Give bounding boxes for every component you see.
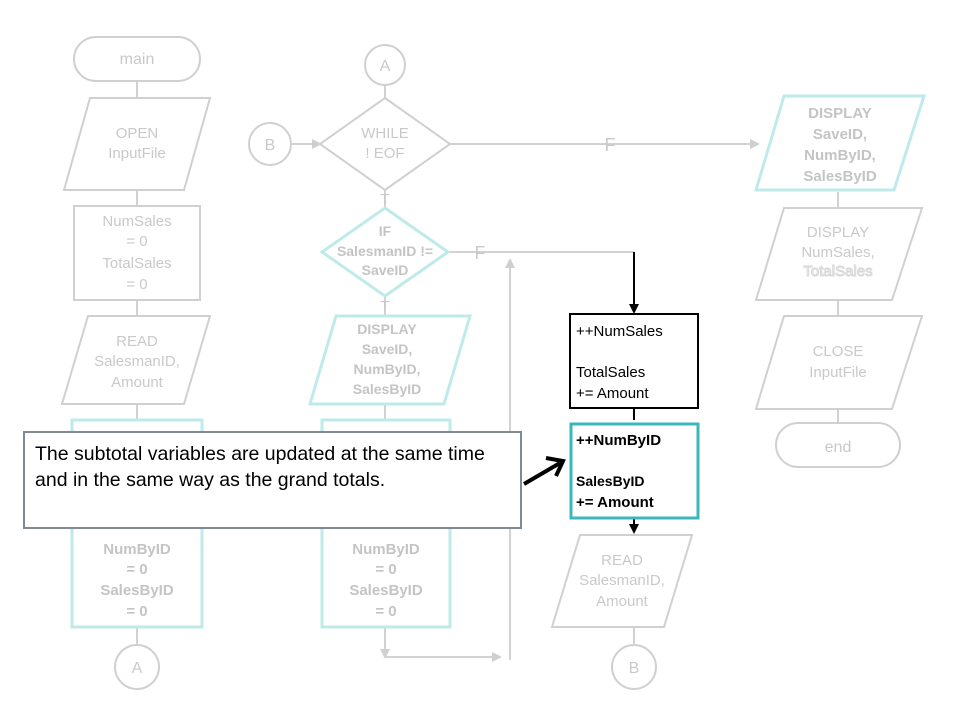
read-node-right: READ SalesmanID, Amount — [550, 534, 694, 628]
while-false-label: F — [605, 135, 616, 155]
display-final-node: DISPLAY SaveID, NumByID, SalesByID — [753, 94, 927, 192]
connector-a-top: A — [364, 44, 406, 86]
sub2-line-2: = 0 — [375, 561, 396, 578]
connector-a-top-label: A — [380, 58, 391, 75]
display-subtotals-node: DISPLAY SaveID, NumByID, SalesByID — [307, 314, 473, 406]
sub1-line-3: SalesByID — [100, 582, 174, 599]
close-input-node: CLOSE InputFile — [754, 315, 924, 410]
read2-line-2: SalesmanID, — [579, 572, 665, 589]
sub2-line-1: NumByID — [352, 541, 420, 558]
if-true-label: T — [380, 298, 389, 315]
read1-line-2: SalesmanID, — [94, 353, 180, 370]
init-totals-line-2: = 0 — [126, 233, 147, 250]
if-decision: IF SalesmanID != SaveID — [319, 206, 451, 298]
connector-b-bottom: B — [611, 644, 657, 690]
if-line-3: SaveID — [362, 262, 409, 278]
update-totals-line-1: ++NumSales — [576, 323, 663, 340]
display-totals-line-3: TotalSales — [803, 263, 872, 280]
read-node-left: READ SalesmanID, Amount — [60, 315, 212, 405]
if-line-1: IF — [379, 223, 392, 239]
update-totals-node: ++NumSales TotalSales += Amount — [569, 313, 699, 409]
update-sub-line-3: += Amount — [576, 494, 654, 511]
read1-line-1: READ — [116, 333, 158, 350]
sub1-line-1: NumByID — [103, 541, 171, 558]
update-totals-line-2: TotalSales — [576, 364, 645, 381]
callout-pointer-arrow — [522, 456, 566, 486]
connector-a-bottom: A — [114, 644, 160, 690]
end-label: end — [825, 439, 852, 456]
display-final-line-1: DISPLAY — [808, 105, 872, 122]
display-totals-node: DISPLAY NumSales, TotalSales — [754, 207, 924, 301]
close-line-2: InputFile — [809, 364, 867, 381]
display-mid-line-2: SaveID, — [362, 341, 413, 357]
main-terminal: main — [73, 36, 201, 82]
connector-b-left-label: B — [265, 137, 276, 154]
connector-b-left: B — [248, 122, 292, 166]
display-mid-line-4: SalesByID — [353, 381, 421, 397]
end-terminal: end — [775, 422, 901, 468]
open-line-2: InputFile — [108, 145, 166, 162]
close-line-1: CLOSE — [813, 343, 864, 360]
init-totals-line-1: NumSales — [102, 213, 171, 230]
display-final-line-3: NumByID, — [804, 147, 876, 164]
if-false-label: F — [475, 243, 486, 263]
open-line-1: OPEN — [116, 125, 159, 142]
sub1-line-4: = 0 — [126, 603, 147, 620]
while-line-2: ! EOF — [365, 145, 404, 162]
update-subtotals-node: ++NumByID SalesByID += Amount — [569, 422, 700, 520]
main-label: main — [120, 51, 155, 68]
display-mid-line-3: NumByID, — [354, 361, 421, 377]
connector-lines — [136, 82, 839, 662]
update-sub-line-2: SalesByID — [576, 473, 644, 489]
while-line-1: WHILE — [361, 125, 409, 142]
read1-line-3: Amount — [111, 374, 164, 391]
callout-box: The subtotal variables are updated at th… — [23, 431, 522, 529]
while-decision: WHILE ! EOF — [318, 96, 452, 192]
display-totals-line-1: DISPLAY — [807, 224, 869, 241]
sub2-line-4: = 0 — [375, 603, 396, 620]
if-line-2: SalesmanID != — [337, 243, 433, 259]
sub2-line-3: SalesByID — [349, 582, 423, 599]
init-totals-node: NumSales = 0 TotalSales = 0 — [73, 205, 201, 301]
init-totals-line-3: TotalSales — [102, 255, 171, 272]
connector-a-bottom-label: A — [132, 660, 143, 677]
init-totals-line-4: = 0 — [126, 276, 147, 293]
sub1-line-2: = 0 — [126, 561, 147, 578]
callout-text: The subtotal variables are updated at th… — [35, 443, 485, 491]
display-final-line-4: SalesByID — [803, 168, 877, 185]
connector-b-bottom-label: B — [629, 660, 640, 677]
display-mid-line-1: DISPLAY — [357, 321, 417, 337]
read2-line-1: READ — [601, 552, 643, 569]
update-sub-line-1: ++NumByID — [576, 432, 661, 449]
display-final-line-2: SaveID, — [813, 126, 867, 143]
display-totals-line-2: NumSales, — [801, 244, 874, 261]
while-true-label: T — [380, 191, 389, 208]
read2-line-3: Amount — [596, 593, 649, 610]
update-totals-line-3: += Amount — [576, 385, 649, 402]
open-input-node: OPEN InputFile — [62, 97, 212, 191]
